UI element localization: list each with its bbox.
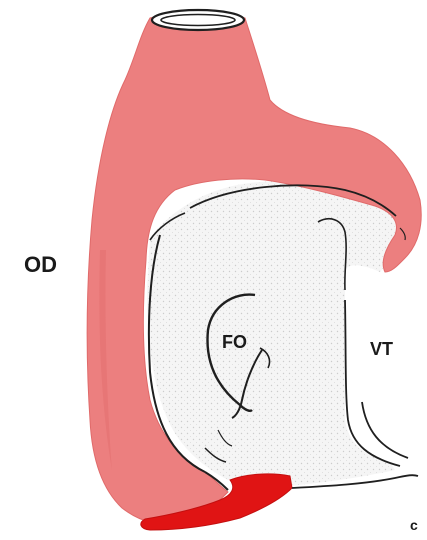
dotted-interior-region [147,181,395,486]
label-fo: FO [222,332,247,352]
label-panel-c: c [410,517,418,533]
vessel-opening [152,10,244,30]
label-vt: VT [370,339,393,359]
label-od: OD [24,252,57,277]
